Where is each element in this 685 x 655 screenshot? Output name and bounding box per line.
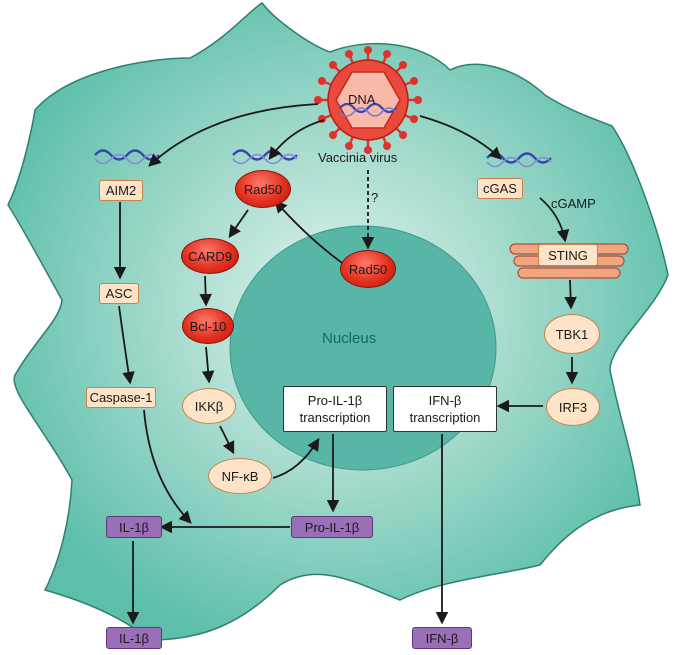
arrow-bcl10-ikkb	[201, 346, 215, 384]
pro-il1b-transcription-line2: transcription	[299, 410, 371, 425]
arrow-sting-tbk1	[564, 279, 577, 310]
arrow-ikkb-nfkb	[219, 425, 235, 455]
nucleus-label: Nucleus	[322, 330, 377, 347]
irf3-node: IRF3	[546, 388, 600, 426]
ikkb-node: IKKβ	[182, 388, 236, 424]
arrow-cgas-sting	[539, 197, 570, 243]
sting-box: STING	[538, 244, 598, 266]
asc-box: ASC	[99, 283, 139, 304]
question-mark: ?	[371, 190, 379, 205]
ifnb-secreted-box: IFN-β	[412, 627, 472, 649]
ifnb-transcription-line2: transcription	[409, 410, 481, 425]
ifnb-transcription-box: IFN-β transcription	[393, 386, 497, 432]
card9-node: CARD9	[181, 238, 239, 274]
aim2-box: AIM2	[99, 180, 143, 201]
arrow-caspase1-il1b	[143, 409, 192, 524]
bcl10-node: Bcl-10	[182, 308, 234, 344]
dna-helix-aim2	[94, 149, 160, 165]
arrow-rad50-card9	[228, 209, 249, 239]
vaccinia-virus	[314, 46, 422, 154]
arrow-virus-cgas	[419, 115, 502, 160]
arrow-virus-rad50	[268, 119, 325, 161]
nfkb-node: NF-κB	[208, 458, 272, 494]
pro-il1b-box: Pro-IL-1β	[291, 516, 373, 538]
caspase1-box: Caspase-1	[86, 387, 156, 408]
cgamp-label: cGAMP	[551, 196, 596, 211]
rad50-cytoplasm: Rad50	[235, 170, 291, 208]
arrow-asc-caspase1	[118, 305, 135, 385]
cgas-box: cGAS	[477, 178, 523, 199]
arrow-nfkb-proil1b-transcription	[272, 437, 320, 479]
dna-helix-rad50	[232, 149, 298, 165]
ifnb-transcription-line1: IFN-β	[428, 393, 462, 408]
arrow-virus-aim2	[148, 103, 319, 167]
il1b-cytoplasm-box: IL-1β	[106, 516, 162, 538]
dna-core-label: DNA	[348, 92, 376, 107]
il1b-secreted-box: IL-1β	[106, 627, 162, 649]
pro-il1b-transcription-line1: Pro-IL-1β	[307, 393, 363, 408]
arrow-card9-bcl10	[199, 275, 212, 307]
rad50-nucleus: Rad50	[340, 250, 396, 288]
vaccinia-virus-label: Vaccinia virus	[318, 150, 398, 165]
arrow-rad50nuc-rad50	[274, 200, 346, 266]
tbk1-node: TBK1	[544, 314, 600, 354]
pro-il1b-transcription-box: Pro-IL-1β transcription	[283, 386, 387, 432]
